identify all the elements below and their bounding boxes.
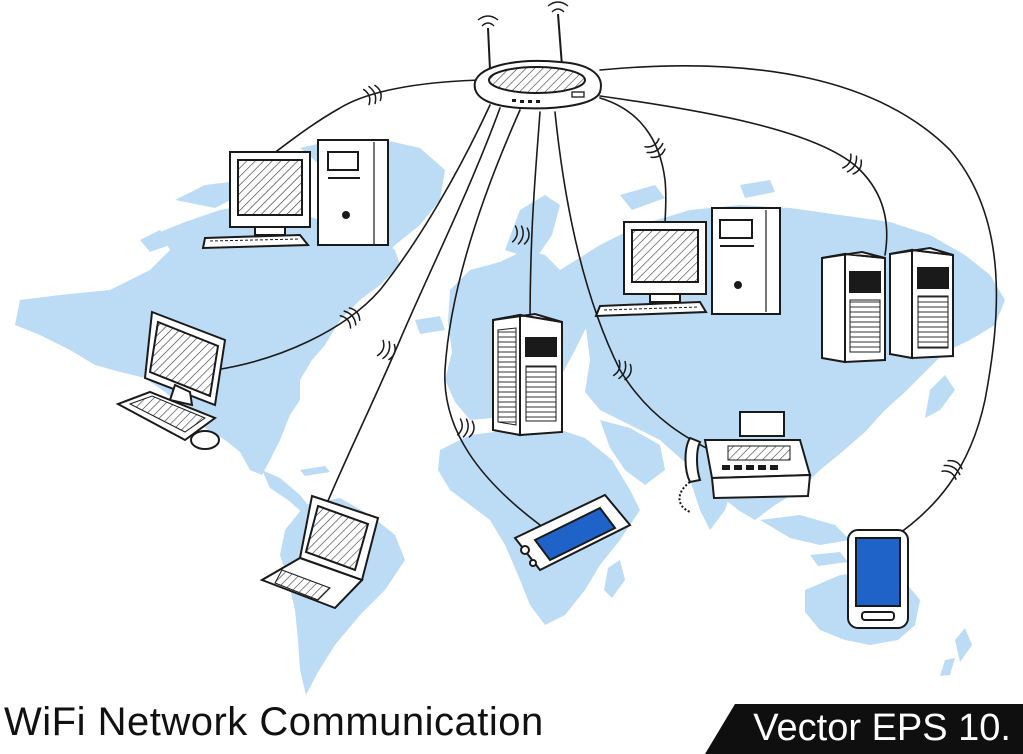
tablet-icon [513,493,632,572]
monitor-keyboard-icon [115,310,227,450]
connection-lines [214,65,998,541]
watermark: 图片已压缩 cn.depositphotos.com [2,734,264,753]
caption-badge-bg [705,704,1023,754]
caption-badge: Vector EPS 10. [753,707,1011,749]
fax-machine-icon [678,411,812,513]
server-tower-icon [492,312,563,437]
smartphone-icon [847,529,909,629]
desktop-computer-icon [201,139,389,250]
wifi-router-icon [473,1,602,110]
wifi-signal-marks [339,84,963,480]
laptop-icon [259,494,380,610]
caption-title: WiFi Network Communication [4,700,544,744]
desktop-computer-icon [594,207,781,318]
server-pair-icon [821,246,954,364]
